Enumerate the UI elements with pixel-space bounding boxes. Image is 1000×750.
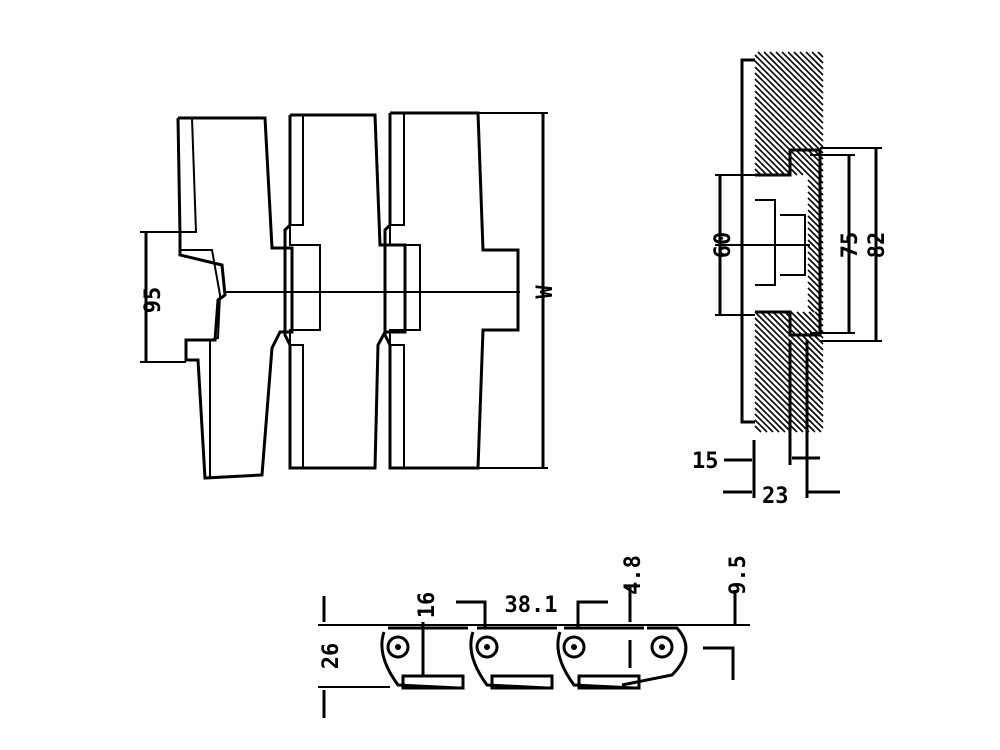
hatch-line: [793, 51, 824, 82]
hatch-line: [799, 51, 824, 76]
hatch-line: [754, 425, 762, 433]
chain-link: [469, 626, 557, 690]
hatch-line: [754, 60, 824, 130]
hatch-line: [775, 51, 824, 100]
label-26: 26: [319, 643, 344, 670]
hatch-line: [754, 102, 824, 172]
pin-center: [484, 644, 490, 650]
plate-3-inner: [389, 113, 421, 468]
9-5-arrow-bottom: [703, 646, 735, 680]
hatch-line: [754, 66, 824, 136]
chain-view: 26 16 38.1 4.8 9.5: [318, 555, 751, 718]
pin-icon: [650, 635, 674, 659]
pin-icon: [386, 635, 410, 659]
top-view: 95 W: [140, 111, 558, 480]
label-38-1: 38.1: [505, 593, 558, 618]
side-plate: [740, 58, 755, 424]
hatch-line: [754, 365, 822, 433]
label-75: 75: [838, 232, 863, 259]
side-view: 60 75 82 15 23: [692, 51, 890, 509]
link-body: [380, 626, 468, 690]
link-foot: [490, 674, 554, 690]
hatch-line: [754, 84, 824, 154]
hatch-line: [760, 311, 824, 375]
pin-center: [659, 644, 665, 650]
hatch-line: [766, 311, 824, 369]
pin-icon: [475, 635, 499, 659]
hatch-line: [772, 311, 824, 363]
pin-icon: [562, 635, 586, 659]
hatch-line: [754, 419, 768, 433]
hatch-line: [754, 395, 792, 433]
hatch-line: [811, 51, 824, 64]
hatch-line: [754, 78, 824, 148]
pitch-ext-left: [456, 600, 487, 628]
plate-1-inner: [179, 117, 222, 478]
chain-link: [621, 626, 688, 687]
link-end: [621, 626, 688, 687]
label-60: 60: [711, 232, 736, 259]
hatch-line: [769, 51, 824, 106]
hatch-line: [805, 51, 824, 70]
label-4-8: 4.8: [621, 555, 646, 595]
label-23: 23: [762, 484, 789, 509]
plate-2-inner: [289, 115, 321, 468]
hatch-line: [754, 156, 774, 176]
link-foot: [401, 674, 465, 690]
side-inner: [755, 199, 776, 286]
hatch-line: [754, 120, 810, 176]
pin-center: [571, 644, 577, 650]
label-w: W: [533, 285, 558, 299]
label-9-5: 9.5: [726, 555, 751, 595]
hatch-line: [763, 51, 824, 112]
side-profile: [755, 148, 822, 337]
hatch-line: [754, 72, 824, 142]
label-15: 15: [692, 449, 719, 474]
hatch-line: [754, 377, 810, 433]
hatch-line: [754, 162, 768, 176]
hatch-line: [790, 311, 824, 345]
hatched-section: [754, 51, 824, 433]
chain-link: [380, 626, 468, 690]
hatch-line: [754, 150, 780, 176]
hatch-line: [754, 383, 804, 433]
hatch-line: [754, 407, 780, 433]
label-95: 95: [141, 287, 166, 314]
hatch-line: [754, 138, 792, 176]
link-body: [469, 626, 557, 690]
hatch-line: [757, 51, 824, 118]
hatch-line: [754, 413, 774, 433]
hatch-line: [754, 144, 786, 176]
label-82: 82: [865, 232, 890, 259]
hatch-line: [754, 96, 824, 166]
hatch-line: [787, 51, 824, 88]
hatch-line: [754, 54, 824, 124]
hatch-line: [754, 108, 822, 176]
pitch-ext-right: [576, 600, 608, 628]
hatch-line: [781, 51, 824, 94]
chain-links: [380, 626, 688, 690]
hatch-line: [817, 51, 824, 58]
hatch-line: [754, 371, 816, 433]
pin-center: [395, 644, 401, 650]
hatch-line: [754, 401, 786, 433]
hatch-line: [807, 299, 821, 313]
hatch-line: [754, 90, 824, 160]
label-16: 16: [415, 592, 440, 619]
hatch-line: [754, 114, 816, 176]
hatch-line: [807, 305, 815, 313]
plate-1-outline: [176, 116, 294, 480]
hatch-line: [754, 126, 804, 176]
